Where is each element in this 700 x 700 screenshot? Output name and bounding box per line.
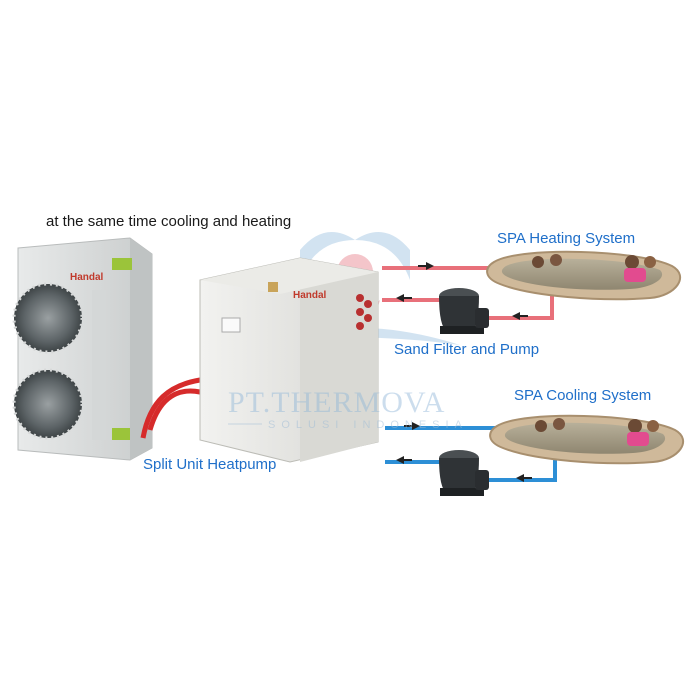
sand-filter-label: Sand Filter and Pump [394, 341, 540, 358]
split-unit-label: Split Unit Heatpump [143, 456, 277, 473]
indoor-unit-icon: Handal [199, 257, 379, 463]
indoor-brand-logo: Handal [293, 290, 327, 301]
headline-caption: at the same time cooling and heating [46, 213, 292, 230]
outdoor-unit-icon: Handal [12, 237, 153, 461]
spa-heating-label: SPA Heating System [497, 230, 636, 247]
watermark-sub: SOLUSI INDONESIA [268, 419, 468, 431]
outdoor-brand-logo: Handal [70, 272, 104, 283]
heating-flow-arrows [396, 262, 528, 320]
sand-filter-cooling-icon [439, 450, 489, 496]
spa-cooling-label: SPA Cooling System [514, 387, 652, 404]
spa-tub-cooling-icon [489, 414, 685, 465]
cooling-flow-arrows [396, 422, 532, 482]
refrigerant-pipes [140, 377, 201, 439]
spa-tub-heating-icon [486, 250, 682, 301]
sand-filter-icon [439, 288, 489, 334]
watermark-main: PT.THERMOVA [228, 386, 445, 419]
